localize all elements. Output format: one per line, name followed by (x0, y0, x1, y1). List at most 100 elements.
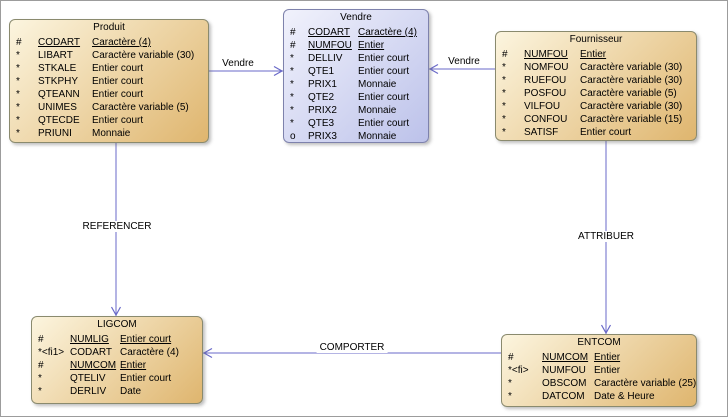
attribute-row: # NUMFOU Entier (290, 39, 424, 52)
attribute-name: STKPHY (38, 76, 79, 87)
attribute-marker: * (16, 102, 20, 113)
attribute-row: * QTEANN Entier court (16, 88, 204, 101)
entity-title: ENTCOM (577, 337, 621, 348)
attribute-name: NUMFOU (308, 40, 352, 51)
attribute-marker: # (38, 334, 44, 345)
relation-label-referencer[interactable]: REFERENCER (79, 221, 155, 232)
attribute-type: Entier court (358, 92, 410, 103)
entity-title: Fournisseur (569, 34, 623, 45)
attribute-marker: * (38, 386, 42, 397)
attribute-type: Monnaie (358, 105, 397, 116)
attribute-name: NUMFOU (542, 365, 586, 376)
entity-vendre[interactable]: Vendre # CODART Caractère (4) # NUMFOU Entier… (283, 9, 429, 143)
attribute-type: Caractère variable (30) (580, 62, 683, 73)
attribute-type: Monnaie (358, 131, 397, 142)
attribute-marker: * (16, 63, 20, 74)
arrowhead-into-ligcom-right-icon (202, 347, 213, 359)
attribute-name: VILFOU (524, 101, 561, 112)
attribute-marker: # (508, 352, 514, 363)
attribute-marker: # (290, 27, 296, 38)
attribute-name: QTELIV (70, 373, 106, 384)
arrowhead-into-entcom-top-icon (600, 324, 612, 335)
attribute-type: Entier (358, 40, 385, 51)
attribute-marker: * (16, 89, 20, 100)
attribute-type: Entier (594, 365, 621, 376)
attribute-name: OBSCOM (542, 378, 587, 389)
attribute-type: Caractère (4) (120, 347, 179, 358)
attribute-name: QTE3 (308, 118, 335, 129)
entity-title: Produit (93, 22, 125, 33)
attribute-marker: * (290, 92, 294, 103)
attribute-marker: *<fi> (508, 365, 529, 376)
attribute-marker: # (290, 40, 296, 51)
attribute-marker: * (502, 101, 506, 112)
attribute-marker: # (502, 49, 508, 60)
arrowhead-into-ligcom-top-icon (110, 306, 122, 317)
attribute-marker: o (290, 131, 296, 142)
attribute-name: RUEFOU (524, 75, 567, 86)
attribute-name: LIBART (38, 50, 73, 61)
attribute-row: * NOMFOU Caractère variable (30) (502, 61, 692, 74)
attribute-name: NUMLIG (70, 334, 109, 345)
relation-label-vendre-fournisseur[interactable]: Vendre (445, 56, 483, 67)
attribute-type: Caractère variable (25) (594, 378, 697, 389)
attribute-name: QTEANN (38, 89, 80, 100)
attribute-name: STKALE (38, 63, 77, 74)
attribute-marker: * (502, 127, 506, 138)
attribute-type: Caractère (4) (358, 27, 417, 38)
attribute-type: Caractère variable (15) (580, 114, 683, 125)
attribute-name: NOMFOU (524, 62, 569, 73)
attribute-row: * STKALE Entier court (16, 62, 204, 75)
arrowhead-into-vendre-right-icon (428, 63, 439, 75)
attribute-marker: * (502, 75, 506, 86)
attribute-type: Caractère variable (30) (580, 101, 683, 112)
attribute-name: CONFOU (524, 114, 568, 125)
attribute-type: Monnaie (358, 79, 397, 90)
attribute-type: Entier court (92, 63, 144, 74)
attribute-type: Entier court (120, 373, 172, 384)
attribute-marker: * (508, 378, 512, 389)
attribute-type: Caractère variable (5) (92, 102, 189, 113)
attribute-marker: * (502, 62, 506, 73)
attribute-marker: * (16, 115, 20, 126)
attribute-marker: # (16, 37, 22, 48)
attribute-type: Entier (580, 49, 607, 60)
attribute-name: SATISF (524, 127, 559, 138)
attribute-type: Entier (120, 360, 147, 371)
attribute-row: * QTELIV Entier court (38, 372, 198, 385)
entity-title: Vendre (340, 12, 372, 23)
relation-label-vendre-produit[interactable]: Vendre (219, 58, 257, 69)
attribute-name: CODART (308, 27, 351, 38)
relation-label-attribuer[interactable]: ATTRIBUER (575, 231, 637, 242)
attribute-marker: *<fi1> (38, 347, 65, 358)
attribute-type: Entier court (92, 115, 144, 126)
relation-label-comporter[interactable]: COMPORTER (316, 342, 388, 353)
attribute-type: Date (120, 386, 142, 397)
attribute-row: o PRIX3 Monnaie (290, 130, 424, 143)
attribute-name: PRIX3 (308, 131, 337, 142)
entity-title: LIGCOM (97, 319, 137, 330)
attribute-marker: * (16, 76, 20, 87)
attribute-marker: * (38, 373, 42, 384)
attribute-type: Entier court (92, 89, 144, 100)
